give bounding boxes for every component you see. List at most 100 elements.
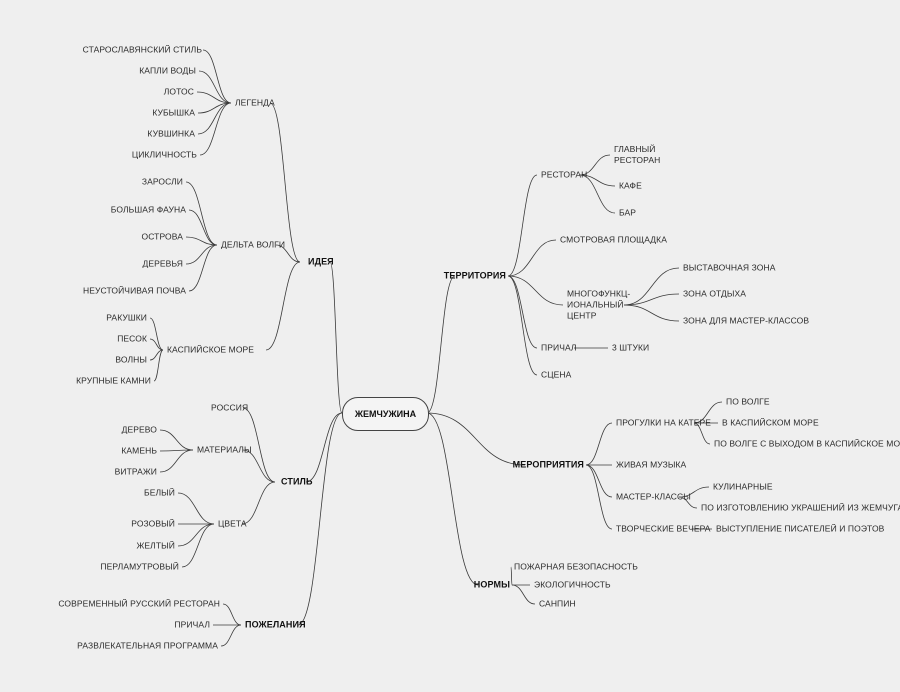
leaf-legend[interactable]: КУВШИНКА (147, 128, 195, 139)
root-node[interactable]: ЖЕМЧУЖИНА (342, 397, 429, 431)
leaf-delta[interactable]: БОЛЬШАЯ ФАУНА (110, 204, 186, 215)
connector-line (623, 267, 680, 306)
node-colors[interactable]: ЦВЕТА (218, 518, 247, 529)
node-evenings[interactable]: ТВОРЧЕСКИЕ ВЕЧЕРА (616, 523, 711, 534)
connector-line (426, 275, 456, 414)
leaf-norms[interactable]: САНПИН (539, 598, 576, 609)
leaf-colors[interactable]: БЕЛЫЙ (144, 487, 175, 498)
connector-line (242, 407, 276, 483)
connector-line (153, 349, 164, 382)
connector-line (678, 486, 710, 498)
leaf-delta[interactable]: ДЕРЕВЬЯ (142, 258, 183, 269)
leaf-materials[interactable]: ДЕРЕВО (121, 424, 157, 435)
leaf-wishes[interactable]: РАЗВЛЕКАТЕЛЬНАЯ ПРОГРАММА (77, 640, 218, 651)
leaf-delta[interactable]: ОСТРОВА (141, 231, 183, 242)
node-viewpoint[interactable]: СМОТРОВАЯ ПЛОЩАДКА (560, 234, 667, 245)
branch-events[interactable]: МЕРОПРИЯТИЯ (512, 459, 584, 470)
connector-line (275, 244, 301, 263)
node-masterclasses[interactable]: МАСТЕР-КЛАССЫ (616, 491, 691, 502)
connector-line (202, 49, 232, 104)
connector-line (149, 338, 164, 351)
branch-territory[interactable]: ТЕРРИТОРИЯ (443, 270, 506, 281)
node-pier[interactable]: ПРИЧАЛ (541, 342, 577, 353)
connector-line (199, 102, 232, 156)
connector-line (585, 464, 613, 530)
leaf-legend[interactable]: ЛОТОС (163, 86, 194, 97)
connector-line (507, 174, 538, 277)
connector-line (159, 449, 194, 473)
leaf-legend[interactable]: КУБЫШКА (152, 107, 195, 118)
node-restaurant[interactable]: РЕСТОРАН (541, 169, 588, 180)
connector-line (241, 481, 276, 525)
connector-line (507, 275, 538, 349)
leaf-caspian[interactable]: ВОЛНЫ (115, 354, 147, 365)
connector-line (177, 492, 215, 525)
node-music[interactable]: ЖИВАЯ МУЗЫКА (616, 459, 687, 470)
leaf-caspian[interactable]: ПЕСОК (117, 333, 147, 344)
leaf-norms[interactable]: ЭКОЛОГИЧНОСТЬ (534, 579, 611, 590)
branch-idea[interactable]: ИДЕЯ (308, 256, 334, 267)
leaf-colors[interactable]: ЖЕЛТЫЙ (136, 540, 175, 551)
connector-line (510, 566, 513, 586)
connector-line (185, 181, 218, 246)
connector-line (149, 317, 164, 351)
connector-line (242, 449, 276, 483)
connector-line (426, 412, 479, 586)
leaf-masterclasses[interactable]: ПО ИЗГОТОВЛЕНИЮ УКРАШЕНИЙ ИЗ ЖЕМЧУГА (701, 502, 900, 513)
leaf-restaurant[interactable]: БАР (619, 207, 637, 218)
node-center[interactable]: МНОГОФУНКЦ- ИОНАЛЬНЫЙ ЦЕНТР (567, 288, 631, 321)
leaf-materials[interactable]: КАМЕНЬ (121, 445, 157, 456)
node-stage[interactable]: СЦЕНА (541, 369, 572, 380)
connector-line (678, 496, 698, 509)
leaf-pier[interactable]: 3 ШТУКИ (612, 342, 650, 353)
leaf-masterclasses[interactable]: КУЛИНАРНЫЕ (713, 481, 773, 492)
connector-line (511, 584, 536, 605)
leaf-evenings[interactable]: ВЫСТУПЛЕНИЕ ПИСАТЕЛЕЙ И ПОЭТОВ (716, 523, 885, 534)
node-walks[interactable]: ПРОГУЛКИ НА КАТЕРЕ (616, 417, 712, 428)
leaf-restaurant[interactable]: КАФЕ (619, 180, 642, 191)
node-caspian[interactable]: КАСПИЙСКОЕ МОРЕ (167, 344, 255, 355)
leaf-walks[interactable]: В КАСПИЙСКОМ МОРЕ (722, 417, 819, 428)
leaf-walks[interactable]: ПО ВОЛГЕ С ВЫХОДОМ В КАСПИЙСКОЕ МОРЕ (714, 438, 900, 449)
node-russia[interactable]: РОССИЯ (211, 402, 249, 413)
leaf-center[interactable]: ЗОНА ОТДЫХА (683, 288, 747, 299)
leaf-delta[interactable]: НЕУСТОЙЧИВАЯ ПОЧВА (83, 285, 186, 296)
branch-norms[interactable]: НОРМЫ (473, 579, 510, 590)
connector-line (693, 422, 711, 445)
connector-line (198, 70, 232, 104)
leaf-colors[interactable]: ПЕРЛАМУТРОВЫЙ (100, 561, 179, 572)
leaf-norms[interactable]: ПОЖАРНАЯ БЕЗОПАСНОСТЬ (514, 561, 638, 572)
leaf-restaurant[interactable]: ГЛАВНЫЙ РЕСТОРАН (614, 144, 661, 165)
leaf-caspian[interactable]: КРУПНЫЕ КАМНИ (76, 375, 151, 386)
leaf-delta[interactable]: ЗАРОСЛИ (141, 176, 183, 187)
connector-line (269, 102, 301, 263)
branch-wishes[interactable]: ПОЖЕЛАНИЯ (245, 619, 306, 630)
leaf-colors[interactable]: РОЗОВЫЙ (131, 518, 175, 529)
node-materials[interactable]: МАТЕРИАЛЫ (197, 444, 252, 455)
leaf-legend[interactable]: КАПЛИ ВОДЫ (139, 65, 196, 76)
leaf-wishes[interactable]: ПРИЧАЛ (174, 619, 210, 630)
node-legend[interactable]: ЛЕГЕНДА (235, 97, 275, 108)
leaf-center[interactable]: ВЫСТАВОЧНАЯ ЗОНА (683, 262, 776, 273)
node-delta[interactable]: ДЕЛЬТА ВОЛГИ (221, 239, 286, 250)
leaf-legend[interactable]: ЦИКЛИЧНОСТЬ (131, 149, 197, 160)
leaf-walks[interactable]: ПО ВОЛГЕ (726, 396, 770, 407)
leaf-center[interactable]: ЗОНА ДЛЯ МАСТЕР-КЛАССОВ (683, 315, 810, 326)
leaf-materials[interactable]: ВИТРАЖИ (114, 466, 157, 477)
connector-line (149, 349, 164, 361)
connector-line (579, 174, 616, 214)
connector-line (297, 412, 343, 626)
branch-style[interactable]: СТИЛЬ (281, 476, 313, 487)
connector-line (623, 304, 680, 322)
leaf-legend[interactable]: СТАРОСЛАВЯНСКИЙ СТИЛЬ (82, 44, 202, 55)
leaf-caspian[interactable]: РАКУШКИ (106, 312, 147, 323)
connector-line (585, 422, 613, 466)
connector-line (623, 293, 680, 306)
connector-line (196, 91, 232, 104)
connector-line (181, 523, 215, 568)
connector-line (426, 412, 526, 466)
connector-line (185, 244, 218, 265)
connector-line (507, 275, 564, 306)
leaf-wishes[interactable]: СОВРЕМЕННЫЙ РУССКИЙ РЕСТОРАН (58, 598, 220, 609)
